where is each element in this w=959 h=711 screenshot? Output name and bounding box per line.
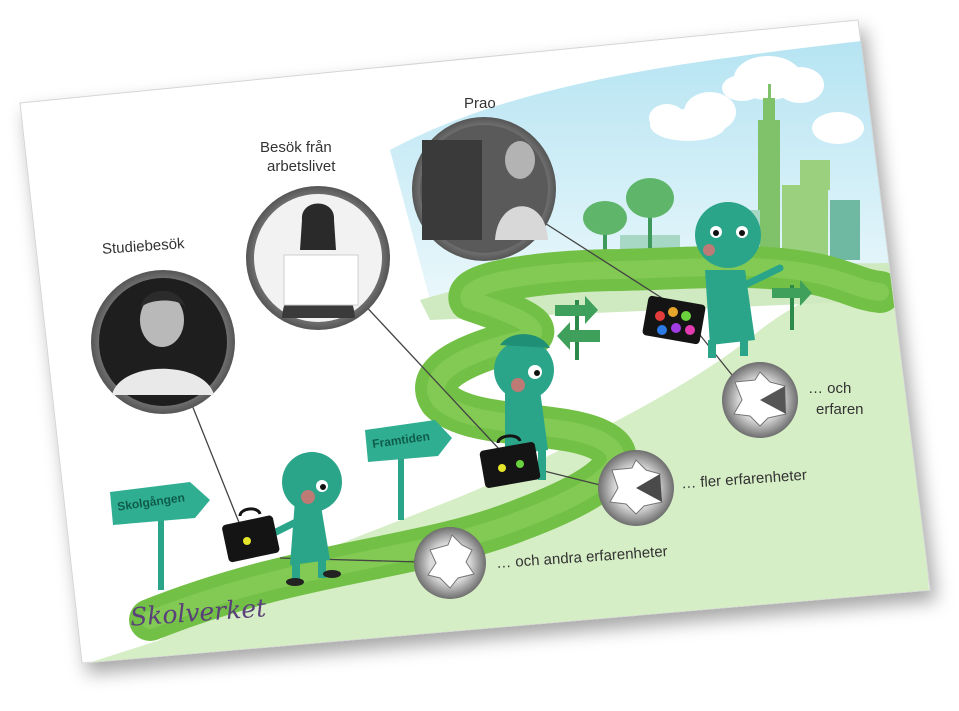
prao-photo: [412, 117, 556, 261]
label-och-erfaren-line2: erfaren: [816, 401, 864, 418]
puzzle-icon: [598, 450, 674, 526]
label-besok-line1: Besök från: [260, 139, 332, 156]
cloud-icon: [812, 112, 864, 144]
sign-framtiden: [365, 420, 452, 520]
child-figure: [695, 202, 784, 358]
direction-arrow-icon: [772, 280, 812, 330]
label-och-erfaren-line1: … och: [808, 380, 852, 397]
child-figure: [266, 452, 342, 586]
studiebesok-photo: [91, 270, 235, 414]
direction-arrow-icon: [555, 296, 600, 360]
label-prao: Prao: [464, 95, 496, 112]
briefcase-icon: [222, 507, 280, 563]
label-besok-line2: arbetslivet: [267, 158, 336, 175]
cloud-icon: [649, 92, 736, 141]
sign-skolgangen: [110, 482, 210, 590]
puzzle-icon: [722, 362, 798, 438]
briefcase-icon: [642, 295, 706, 345]
tree-icon: [626, 178, 674, 255]
tree-icon: [583, 201, 627, 255]
puzzle-icon: [414, 527, 486, 599]
besok-photo: [246, 186, 390, 330]
briefcase-icon: [479, 434, 541, 488]
cloud-icon: [722, 56, 824, 103]
